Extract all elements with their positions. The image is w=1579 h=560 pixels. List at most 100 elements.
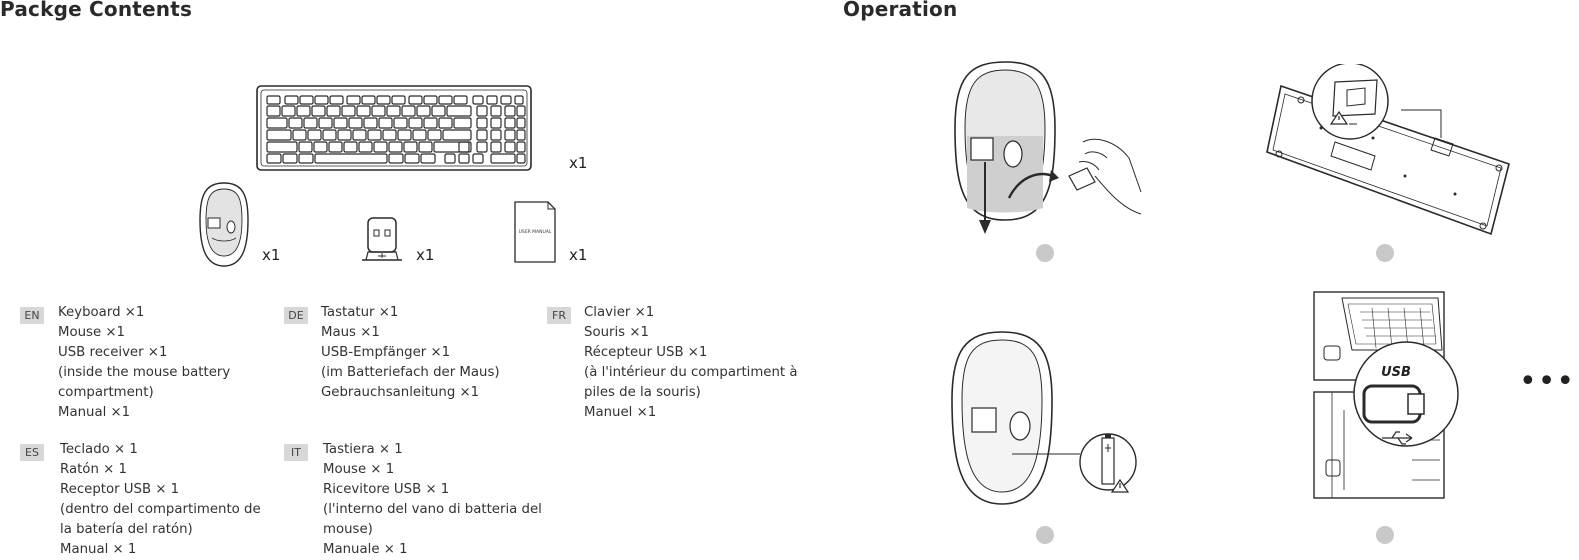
keyboard-key [367,129,382,141]
keyboard-key [314,153,388,164]
keyboard-key [490,153,516,164]
keyboard-key [401,105,416,117]
keyboard-key [397,129,412,141]
list-item: Récepteur USB ×1 [584,345,708,360]
keyboard-key [453,95,468,105]
keyboard-key [322,129,337,141]
keyboard-key [504,105,516,117]
list-item: Maus ×1 [321,325,380,340]
keyboard-key [358,141,373,153]
keyboard-key [329,95,344,105]
keyboard-key [341,105,356,117]
keyboard-key [412,129,427,141]
package-contents-title: Packge Contents [0,0,193,21]
keyboard-key [266,141,298,153]
list-item: la batería del ratón) [60,522,193,537]
manual-quantity: x1 [569,246,588,264]
keyboard-key [307,129,322,141]
list-item: Tastatur ×1 [321,305,399,320]
keyboard-key [318,117,333,129]
keyboard-key [504,129,516,141]
keyboard-key [298,153,314,164]
usb-label: USB [1381,365,1411,380]
step-indicator-2 [1376,244,1394,262]
keyboard-key [266,153,282,164]
keyboard-key [423,95,438,105]
keyboard-key [363,117,378,129]
step2-keyboard-battery-illustration [1266,64,1510,236]
keyboard-illustration [256,85,532,171]
list-item: Clavier ×1 [584,305,655,320]
keyboard-key [458,153,470,164]
keyboard-key [326,105,341,117]
keyboard-key [486,95,498,105]
keyboard-key [352,129,367,141]
keyboard-key [282,153,298,164]
keyboard-key [472,95,484,105]
keyboard-key [314,95,329,105]
step-indicator-1 [1036,244,1054,262]
keyboard-key [500,95,512,105]
list-item: Souris ×1 [584,325,649,340]
list-item: Mouse ×1 [58,325,125,340]
keyboard-key [476,129,488,141]
keyboard-key [472,153,484,164]
keyboard-key [516,153,526,164]
list-item: Manuale × 1 [323,542,408,557]
list-item: Mouse × 1 [323,462,395,477]
list-item: Ricevitore USB × 1 [323,482,450,497]
keyboard-key [420,153,436,164]
receiver-quantity: x1 [416,246,435,264]
keyboard-key [299,95,314,105]
list-item: Manual × 1 [60,542,137,557]
list-item: (l'interno del vano di batteria del [323,502,542,517]
keyboard-key [423,117,438,129]
lang-badge-en: EN [20,307,44,324]
keyboard-key [516,117,526,129]
lang-list-it: Tastiera × 1 Mouse × 1 Ricevitore USB × … [323,440,542,560]
step-indicator-4 [1376,526,1394,544]
keyboard-key [490,141,502,153]
keyboard-key [490,117,502,129]
list-item: compartment) [58,385,154,400]
list-item: Gebrauchsanleitung ×1 [321,385,480,400]
list-item: USB receiver ×1 [58,345,168,360]
keyboard-key [408,95,423,105]
keyboard-key [311,105,326,117]
keyboard-key [431,105,446,117]
keyboard-key [266,105,281,117]
keyboard-key [476,117,488,129]
manual-cover-text: USER MANUAL [519,229,552,235]
mouse-quantity: x1 [262,246,281,264]
keyboard-key [348,117,363,129]
mouse-illustration [199,182,249,267]
keyboard-key [288,117,303,129]
keyboard-key [371,105,386,117]
lang-badge-es: ES [20,444,44,461]
keyboard-key [378,117,393,129]
keyboard-key [418,141,433,153]
keyboard-key [343,141,358,153]
keyboard-key [433,141,472,153]
keyboard-key [458,141,470,153]
list-item: USB-Empfänger ×1 [321,345,451,360]
keyboard-key [391,95,406,105]
keyboard-key [403,141,418,153]
keyboard-key [404,153,420,164]
keyboard-key [393,117,408,129]
step4-plug-usb-illustration: USB [1313,291,1459,499]
keyboard-key [266,117,288,129]
keyboard-key [438,117,453,129]
keyboard-key [333,117,348,129]
keyboard-key [292,129,307,141]
keyboard-key [504,141,516,153]
keyboard-key [453,117,472,129]
list-item: Keyboard ×1 [58,305,145,320]
keyboard-key [382,129,397,141]
keyboard-key [298,141,313,153]
keyboard-key [284,95,299,105]
list-item: (im Batteriefach der Maus) [321,365,500,380]
list-item: (inside the mouse battery [58,365,231,380]
keyboard-key [516,141,526,153]
keyboard-key [266,129,292,141]
